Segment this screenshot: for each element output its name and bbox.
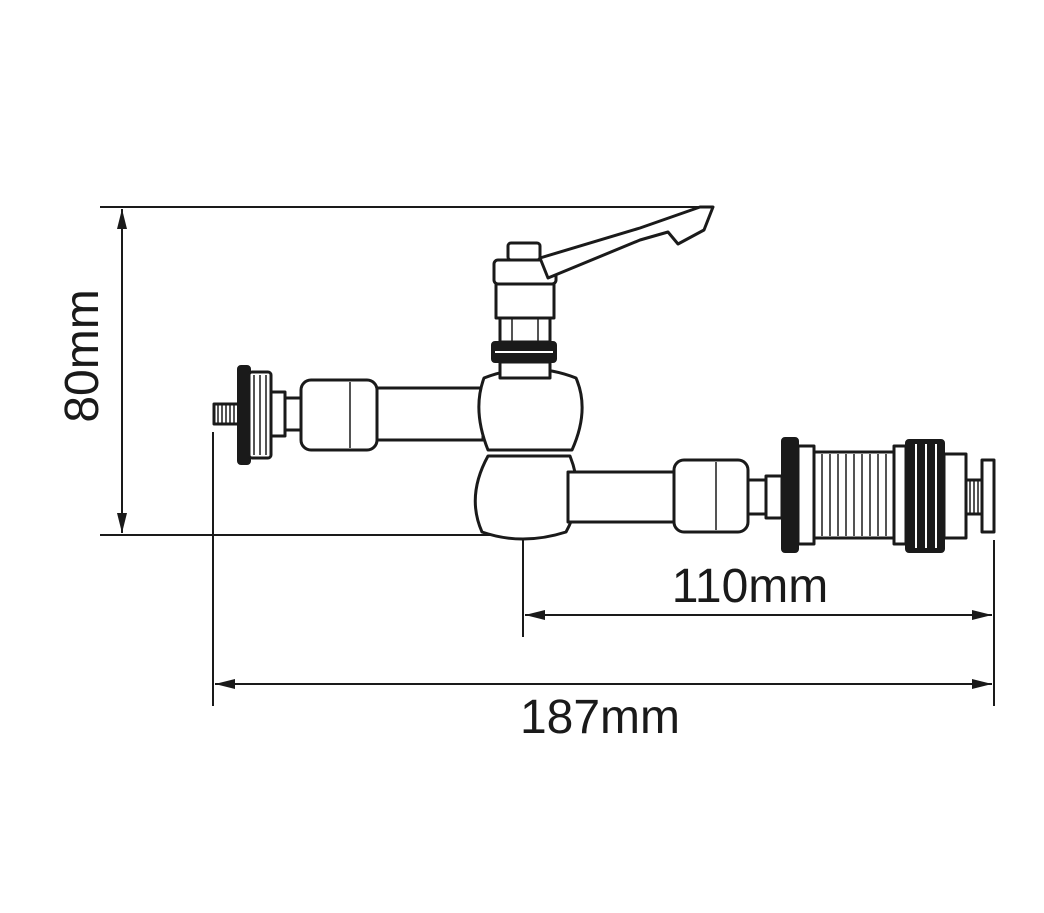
upper-ball-joint <box>477 367 584 452</box>
left-collar <box>299 378 379 452</box>
right-stem <box>746 478 768 516</box>
right-collar <box>672 458 750 534</box>
lower-ball-joint <box>473 454 579 541</box>
dimension-offset-length: 110mm <box>522 537 995 706</box>
right-screw-thread <box>964 478 984 516</box>
right-mount-plate <box>980 458 996 534</box>
total-length-label: 187mm <box>520 691 680 744</box>
upper-tube <box>375 386 485 442</box>
dimension-total-length: 187mm <box>212 432 992 744</box>
left-knurled-knob <box>237 365 303 465</box>
lower-tube <box>566 470 676 524</box>
left-screw-thread <box>212 402 242 426</box>
right-knurled-clamp <box>781 437 968 553</box>
clamp-stack <box>491 241 558 380</box>
articulated-arm <box>212 205 996 553</box>
offset-length-label: 110mm <box>672 560 829 613</box>
clamp-lever <box>538 205 715 280</box>
height-label: 80mm <box>56 289 109 422</box>
dimension-height: 80mm <box>56 206 712 536</box>
